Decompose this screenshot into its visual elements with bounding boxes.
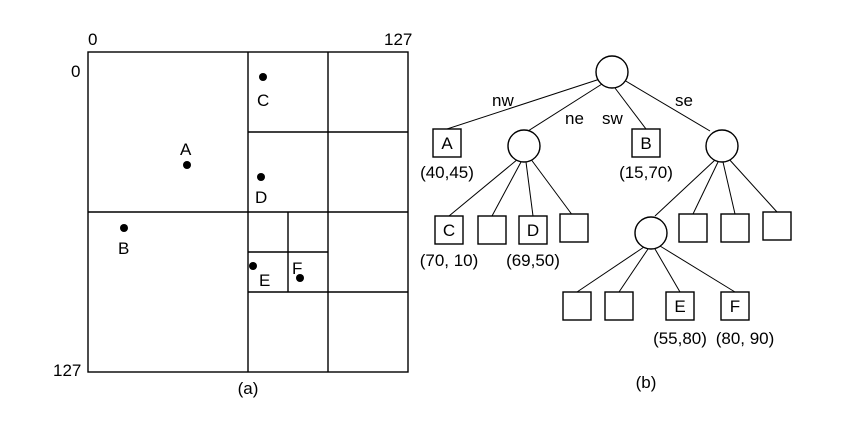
leaf-a-label: A [441, 134, 453, 153]
edge-inner-f [659, 245, 736, 293]
leaf-c-box [434, 215, 464, 245]
caption-a: (a) [238, 379, 259, 398]
leaf-f-label: F [730, 297, 740, 316]
point-a-label: A [180, 140, 192, 159]
empty-leaf-box [678, 213, 708, 243]
edge-label-se: se [675, 91, 693, 110]
se-node [705, 129, 739, 163]
point-b-marker [120, 224, 128, 232]
caption-b: (b) [636, 373, 657, 392]
edge-inner-empty-1 [576, 246, 645, 293]
edge-root-nw [446, 78, 601, 130]
leaf-e-box [665, 291, 695, 321]
edge-ne-empty-2 [529, 157, 574, 217]
leaf-d-label: D [527, 221, 539, 240]
edge-root-sw [614, 87, 647, 130]
leaf-b-coord: (15,70) [619, 163, 673, 182]
quadtree-panel: nw ne sw se A (40,45) B (15,70) C (70, 1… [420, 55, 792, 392]
axis-label-x-start: 0 [88, 30, 97, 49]
edge-se-node [654, 159, 716, 217]
edge-ne-d [525, 161, 534, 217]
leaf-f-coord: (80, 90) [716, 329, 775, 348]
point-c-label: C [257, 91, 269, 110]
edge-root-ne [527, 83, 603, 132]
leaf-b-box [631, 128, 661, 158]
edge-se-empty-1 [692, 161, 719, 215]
point-c-marker [259, 73, 267, 81]
point-a-marker [183, 161, 191, 169]
se-nw-node [634, 216, 668, 250]
edge-se-empty-2 [722, 161, 736, 215]
edge-inner-empty-2 [618, 248, 649, 293]
point-b-label: B [118, 239, 129, 258]
axis-label-y-end: 127 [53, 361, 81, 380]
edge-se-empty-3 [727, 157, 778, 213]
leaf-c-label: C [443, 221, 455, 240]
empty-leaf-box [559, 213, 589, 243]
edge-label-nw: nw [492, 91, 514, 110]
axis-label-x-end: 127 [384, 30, 412, 49]
point-f-label: F [292, 259, 302, 278]
edge-ne-c [448, 158, 519, 217]
region-quadtree-panel: 0 127 0 127 A B C D E F (a) [53, 30, 412, 398]
ne-node [507, 129, 541, 163]
leaf-f-box [720, 291, 750, 321]
empty-leaf-box [477, 215, 507, 245]
leaf-a-box [432, 128, 462, 158]
point-e-marker [249, 262, 257, 270]
leaf-a-coord: (40,45) [420, 163, 474, 182]
edge-label-ne: ne [565, 109, 584, 128]
point-f-marker [296, 274, 304, 282]
leaf-b-label: B [640, 134, 651, 153]
empty-leaf-box [562, 291, 592, 321]
point-d-marker [257, 173, 265, 181]
edge-inner-e [654, 248, 681, 293]
leaf-e-label: E [674, 297, 685, 316]
edge-root-se [623, 79, 711, 132]
root-node [595, 55, 629, 89]
empty-leaf-box [762, 211, 792, 241]
edge-ne-empty [491, 161, 522, 217]
edge-label-sw: sw [602, 109, 624, 128]
axis-label-y-start: 0 [71, 62, 80, 81]
point-e-label: E [259, 271, 270, 290]
point-d-label: D [255, 188, 267, 207]
leaf-d-coord: (69,50) [506, 251, 560, 270]
leaf-d-box [518, 215, 548, 245]
empty-leaf-box [604, 291, 634, 321]
empty-leaf-box [720, 213, 750, 243]
leaf-e-coord: (55,80) [653, 329, 707, 348]
leaf-c-coord: (70, 10) [420, 251, 479, 270]
